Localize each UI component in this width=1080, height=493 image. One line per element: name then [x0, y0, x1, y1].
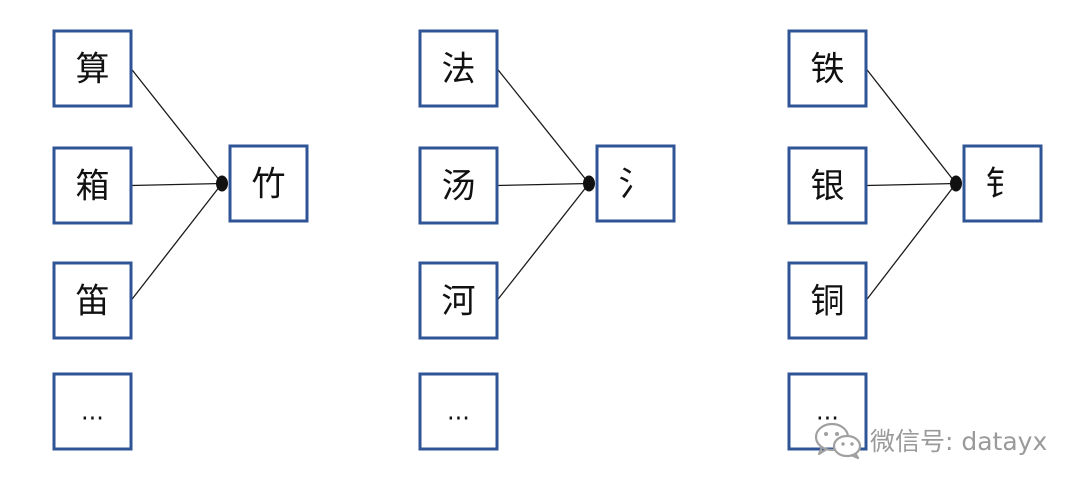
character-box: 法: [418, 29, 499, 108]
ellipsis-label: ...: [816, 398, 839, 426]
character-label: 算: [76, 50, 110, 90]
character-label: 法: [442, 50, 476, 90]
character-box: 笛: [52, 261, 133, 340]
character-box: 算: [52, 29, 133, 108]
ellipsis-label: ...: [447, 398, 470, 426]
connector-line: [130, 68, 223, 184]
radical-label: 氵: [619, 165, 653, 205]
character-label: 汤: [442, 167, 476, 207]
wechat-icon: [814, 422, 862, 460]
radical-box: 竹: [228, 144, 309, 223]
connector-line: [865, 183, 957, 301]
ellipsis-box: ...: [418, 372, 499, 451]
radical-label: 钅: [986, 165, 1020, 205]
connector-line: [130, 182, 223, 187]
group-2: 法汤河... 氵: [418, 29, 676, 451]
junction-dot: [950, 175, 962, 192]
watermark: 微信号: datayx: [812, 420, 1047, 460]
ellipsis-box: ...: [52, 372, 133, 451]
connector-line: [865, 182, 957, 187]
character-box: 汤: [418, 146, 499, 225]
connector-line: [496, 68, 590, 184]
radical-label: 竹: [252, 165, 286, 205]
character-label: 箱: [76, 167, 110, 207]
character-label: 河: [442, 282, 476, 322]
character-label: 银: [811, 167, 845, 207]
character-label: 铜: [811, 282, 845, 322]
ellipsis-label: ...: [81, 398, 104, 426]
connector-line: [496, 182, 590, 187]
character-label: 铁: [811, 50, 845, 90]
group-1: 算箱笛... 竹: [52, 29, 309, 451]
character-box: 银: [787, 146, 868, 225]
connector-line: [865, 68, 957, 184]
radical-box: 氵: [595, 144, 676, 223]
junction-dot: [216, 175, 228, 192]
character-box: 铜: [787, 261, 868, 340]
character-label: 笛: [76, 282, 110, 322]
connector-line: [496, 183, 590, 301]
radical-box: 钅: [962, 144, 1043, 223]
character-box: 河: [418, 261, 499, 340]
character-box: 铁: [787, 29, 868, 108]
group-3: 铁银铜... 钅: [787, 29, 1043, 451]
character-box: 箱: [52, 146, 133, 225]
watermark-text: 微信号: datayx: [870, 427, 1048, 456]
connector-line: [130, 183, 223, 301]
junction-dot: [583, 175, 595, 192]
